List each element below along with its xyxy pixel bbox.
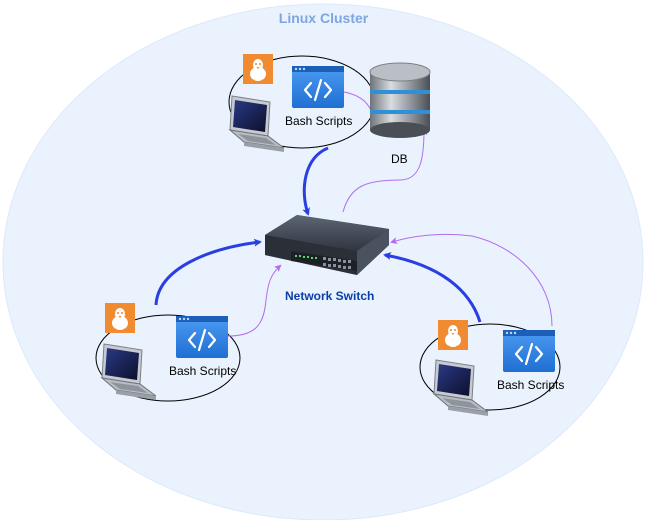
code-script-icon	[174, 314, 230, 360]
database-icon	[369, 62, 431, 138]
db-label: DB	[391, 152, 408, 166]
linux-tux-icon	[243, 54, 273, 84]
link-left-script-to-switch	[227, 264, 282, 337]
network-switch-icon	[265, 215, 389, 275]
right-node-ring	[419, 323, 561, 411]
script-label-top: Bash Scripts	[285, 114, 353, 128]
link-right-script-to-switch	[390, 233, 553, 327]
linux-tux-icon	[105, 303, 135, 333]
linux-tux-icon	[438, 320, 468, 350]
code-script-icon	[501, 328, 557, 374]
link-right-to-switch	[383, 252, 482, 323]
left-node-ring	[95, 314, 241, 402]
link-switch-to-db	[342, 128, 428, 213]
script-label-right: Bash Scripts	[497, 378, 565, 392]
switch-label: Network Switch	[285, 289, 375, 303]
code-script-icon	[290, 64, 346, 110]
cluster-title: Linux Cluster	[278, 10, 369, 26]
link-top-to-switch	[302, 146, 329, 216]
link-left-to-switch	[154, 238, 262, 306]
script-label-left: Bash Scripts	[169, 364, 237, 378]
